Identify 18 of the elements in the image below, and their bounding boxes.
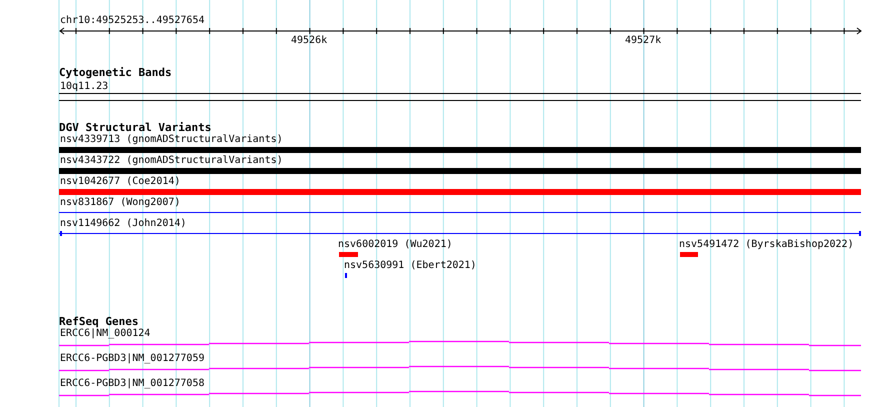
variant-label: nsv6002019 (Wu2021)	[338, 239, 452, 251]
gene-label: ERCC6-PGBD3|NM_001277058	[60, 378, 204, 390]
track-title: RefSeq Genes	[59, 316, 138, 328]
axis-tick-label: 49526k	[291, 35, 328, 47]
variant-label: nsv1042677 (Coe2014)	[60, 176, 180, 188]
track-title: Cytogenetic Bands	[59, 67, 172, 79]
variant-label: nsv5491472 (ByrskaBishop2022)	[679, 239, 854, 251]
axis-tick-label: 49527k	[625, 35, 662, 47]
variant-label: nsv4343722 (gnomADStructuralVariants)	[60, 155, 283, 167]
variant-label: nsv5630991 (Ebert2021)	[344, 260, 476, 272]
track-title: DGV Structural Variants	[59, 122, 212, 134]
gene-label: ERCC6|NM_000124	[60, 328, 150, 340]
gene-label: ERCC6-PGBD3|NM_001277059	[60, 353, 204, 365]
variant-label: nsv1149662 (John2014)	[60, 218, 186, 230]
band-label: 10q11.23	[60, 81, 108, 93]
coordinate-range: chr10:49525253..49527654	[60, 15, 204, 27]
variant-label: nsv831867 (Wong2007)	[60, 197, 180, 209]
variant-label: nsv4339713 (gnomADStructuralVariants)	[60, 134, 283, 146]
